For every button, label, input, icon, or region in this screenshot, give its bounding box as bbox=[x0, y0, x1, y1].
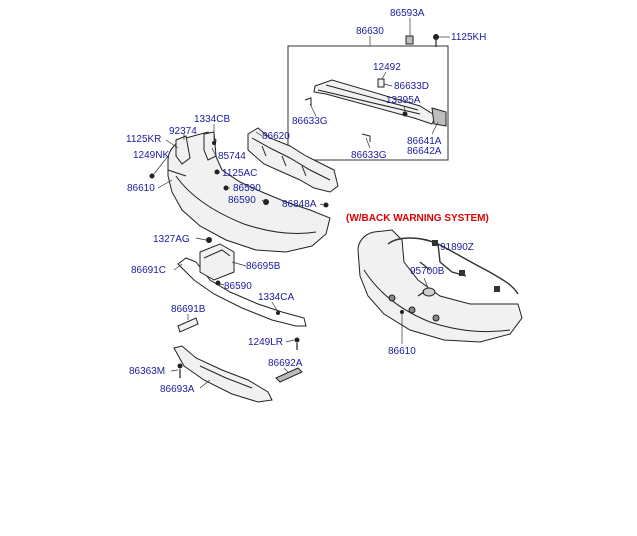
energy-absorber-part bbox=[247, 127, 339, 193]
label-1249LR: 1249LR bbox=[248, 337, 283, 348]
clip-86848A-part bbox=[323, 202, 329, 208]
bracket-86633D-part bbox=[377, 78, 385, 88]
clip-1327AG-part bbox=[206, 237, 212, 243]
label-12492: 12492 bbox=[373, 62, 401, 73]
sensor-95700B-part bbox=[417, 287, 436, 297]
side-bracket-85744-part bbox=[203, 131, 217, 161]
label-1125KH: 1125KH bbox=[451, 32, 486, 43]
bumper-cover-left-part bbox=[167, 131, 331, 253]
clip-86593A-part bbox=[405, 35, 414, 45]
label-1327AG: 1327AG bbox=[153, 234, 190, 245]
label-86695B: 86695B bbox=[246, 261, 281, 272]
back-warning-system-note: (W/BACK WARNING SYSTEM) bbox=[346, 213, 489, 224]
label-86691C: 86691C bbox=[131, 265, 166, 276]
side-bracket-part bbox=[431, 107, 447, 127]
screw-86363M-part bbox=[177, 363, 183, 378]
bumper-cover-right-part bbox=[357, 229, 523, 343]
label-1125KR: 1125KR bbox=[126, 134, 161, 145]
label-86590-c: 86590 bbox=[224, 281, 252, 292]
label-1334CB: 1334CB bbox=[194, 114, 230, 125]
label-86610-left: 86610 bbox=[127, 183, 155, 194]
label-86642A: 86642A bbox=[407, 146, 442, 157]
label-86633G-left: 86633G bbox=[292, 116, 328, 127]
leader-lines bbox=[153, 18, 450, 389]
bolt-1125KH-part bbox=[433, 34, 439, 47]
clip-1334CB-part bbox=[212, 141, 216, 145]
label-86363M: 86363M bbox=[129, 366, 165, 377]
screw-1249NK-part bbox=[149, 173, 155, 179]
wiring-harness-91890Z-part bbox=[387, 237, 519, 295]
diffuser-86693A-part bbox=[173, 345, 273, 403]
clip-86590-b-part bbox=[263, 199, 269, 205]
nut-13395A-part bbox=[402, 111, 408, 117]
strip-86692A-part bbox=[275, 367, 303, 383]
clip-86590-a-part bbox=[223, 185, 229, 191]
label-86610-right: 86610 bbox=[388, 346, 416, 357]
screw-1125AC-part bbox=[214, 169, 220, 175]
clip-86590-c-part bbox=[215, 280, 221, 286]
label-86593A: 86593A bbox=[390, 8, 425, 19]
label-86692A: 86692A bbox=[268, 358, 303, 369]
label-13395A: 13395A bbox=[386, 95, 421, 106]
label-1125AC: 1125AC bbox=[222, 168, 257, 179]
label-86848A: 86848A bbox=[282, 199, 317, 210]
label-86641A: 86641A bbox=[407, 136, 442, 147]
plate-86691B-part bbox=[177, 317, 199, 333]
label-86590-b: 86590 bbox=[228, 195, 256, 206]
label-92374: 92374 bbox=[169, 126, 197, 137]
label-86620: 86620 bbox=[262, 131, 290, 142]
label-1249NK: 1249NK bbox=[133, 150, 169, 161]
label-86630: 86630 bbox=[356, 26, 384, 37]
label-86590-a: 86590 bbox=[233, 183, 261, 194]
bracket-86633G-right-part bbox=[361, 133, 371, 142]
label-86691B: 86691B bbox=[171, 304, 206, 315]
label-86633G-right: 86633G bbox=[351, 150, 387, 161]
label-91890Z: 91890Z bbox=[440, 242, 474, 253]
screw-1249LR-part bbox=[294, 337, 300, 350]
label-85744: 85744 bbox=[218, 151, 246, 162]
bracket-86695B-part bbox=[199, 243, 235, 281]
clip-1334CA-part bbox=[276, 311, 280, 315]
label-95700B: 95700B bbox=[410, 266, 445, 277]
bracket-86633G-left-part bbox=[304, 97, 312, 106]
label-86693A: 86693A bbox=[160, 384, 195, 395]
label-1334CA: 1334CA bbox=[258, 292, 294, 303]
label-86633D: 86633D bbox=[394, 81, 429, 92]
